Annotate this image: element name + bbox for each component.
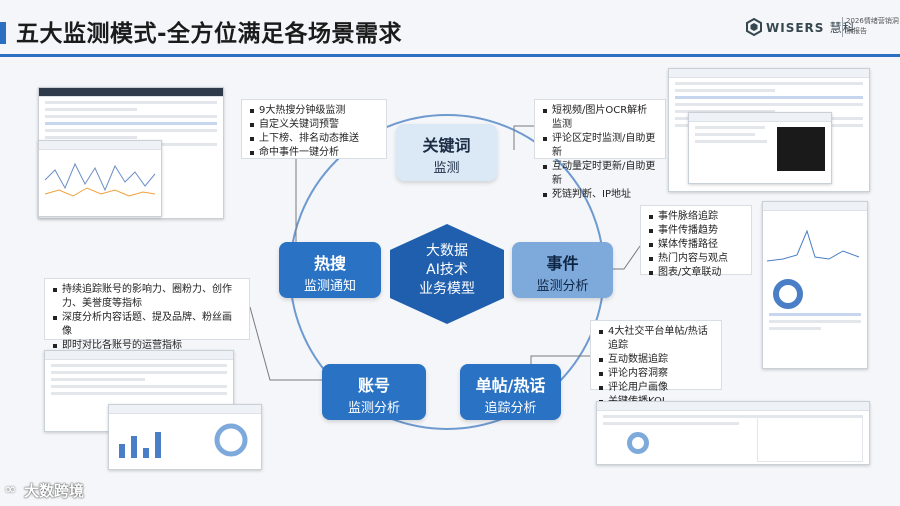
bullet-post-2: 互动数据追踪 <box>599 353 713 367</box>
screenshot-account-chart <box>108 404 262 470</box>
mini-line-chart <box>44 162 156 197</box>
mini-donut-post <box>627 432 649 454</box>
header-divider <box>0 54 900 57</box>
bullets-keyword: 短视频/图片OCR解析监测 评论区定时监测/自助更新 互动量定时更新/自助更新 … <box>534 99 666 200</box>
mini-scatter <box>757 416 863 462</box>
bullet-event-2: 事件传播趋势 <box>649 224 743 238</box>
bullet-keyword-3: 互动量定时更新/自助更新 <box>543 160 657 188</box>
center-line-2: AI技术 <box>426 262 468 278</box>
node-post: 单帖/热话 追踪分析 <box>460 364 561 420</box>
bullet-event-3: 媒体传播路径 <box>649 238 743 252</box>
footer-brand-icon: ∞ <box>4 480 17 498</box>
screenshot-event <box>762 201 868 369</box>
center-line-3: 业务模型 <box>419 281 475 297</box>
mini-trend-chart <box>766 229 860 262</box>
node-account-title: 账号 <box>357 376 390 395</box>
node-post-title: 单帖/热话 <box>475 376 546 395</box>
bullets-account: 持续追踪账号的影响力、圈粉力、创作力、美誉度等指标 深度分析内容话题、提及品牌、… <box>44 278 250 351</box>
node-event-sub: 监测分析 <box>536 279 589 294</box>
bullet-hot-3: 上下榜、排名动态推送 <box>250 132 378 146</box>
node-event-title: 事件 <box>546 254 579 273</box>
bullet-event-5: 图表/文章联动 <box>649 266 743 280</box>
logo-brand: WISERS 慧科 <box>766 19 856 36</box>
center-hexagon <box>390 224 504 324</box>
bullets-event: 事件脉络追踪 事件传播趋势 媒体传播路径 热门内容与观点 图表/文章联动 <box>640 205 752 278</box>
node-hot: 热搜 监测通知 <box>279 242 381 298</box>
bullet-hot-4: 命中事件一键分析 <box>250 146 378 160</box>
bullet-post-3: 评论内容洞察 <box>599 367 713 381</box>
logo-name: WISERS <box>766 21 825 35</box>
wisers-logo-icon <box>746 18 762 36</box>
mini-bar-chart <box>119 423 248 458</box>
bullet-event-1: 事件脉络追踪 <box>649 210 743 224</box>
bullets-post: 4大社交平台单帖/热话追踪 互动数据追踪 评论内容洞察 评论用户画像 关键传播K… <box>590 320 722 407</box>
page-title: 五大监测模式-全方位满足各场景需求 <box>16 21 403 47</box>
footer-brand: 大数跨境 <box>24 482 85 500</box>
node-keyword-title: 关键词 <box>422 136 471 155</box>
bullet-keyword-1: 短视频/图片OCR解析监测 <box>543 104 657 132</box>
mini-donut <box>773 279 803 309</box>
center-text: 大数据 AI技术 业务模型 <box>388 242 506 299</box>
bullet-keyword-4: 死链判断、IP地址 <box>543 188 657 202</box>
node-event: 事件 监测分析 <box>512 242 613 298</box>
screenshot-post <box>596 401 870 465</box>
bullet-hot-1: 9大热搜分钟级监测 <box>250 104 378 118</box>
node-hot-sub: 监测通知 <box>303 279 356 294</box>
center-line-1: 大数据 <box>426 243 468 259</box>
bullet-event-4: 热门内容与观点 <box>649 252 743 266</box>
node-post-sub: 追踪分析 <box>484 401 537 416</box>
bullet-account-3: 即时对比各账号的运营指标 <box>53 339 241 353</box>
bullet-post-1: 4大社交平台单帖/热话追踪 <box>599 325 713 353</box>
node-account-sub: 监测分析 <box>347 401 400 416</box>
node-keyword: 关键词 监测 <box>396 124 497 181</box>
screenshot-keyword-detail <box>688 112 832 184</box>
title-accent-bar <box>0 22 6 44</box>
bullet-account-1: 持续追踪账号的影响力、圈粉力、创作力、美誉度等指标 <box>53 283 241 311</box>
bullet-hot-2: 自定义关键词预警 <box>250 118 378 132</box>
bullet-post-4: 评论用户画像 <box>599 381 713 395</box>
node-account: 账号 监测分析 <box>322 364 426 420</box>
logo-subtitle: 2026情绪营销洞察报告 <box>846 17 899 35</box>
logo-separator <box>842 17 843 37</box>
node-hot-title: 热搜 <box>313 254 346 273</box>
bullet-account-2: 深度分析内容话题、提及品牌、粉丝画像 <box>53 311 241 339</box>
bullet-keyword-2: 评论区定时监测/自助更新 <box>543 132 657 160</box>
screenshot-hot-chart <box>38 140 162 217</box>
node-keyword-sub: 监测 <box>433 161 460 176</box>
bullets-hot: 9大热搜分钟级监测 自定义关键词预警 上下榜、排名动态推送 命中事件一键分析 <box>241 99 387 159</box>
